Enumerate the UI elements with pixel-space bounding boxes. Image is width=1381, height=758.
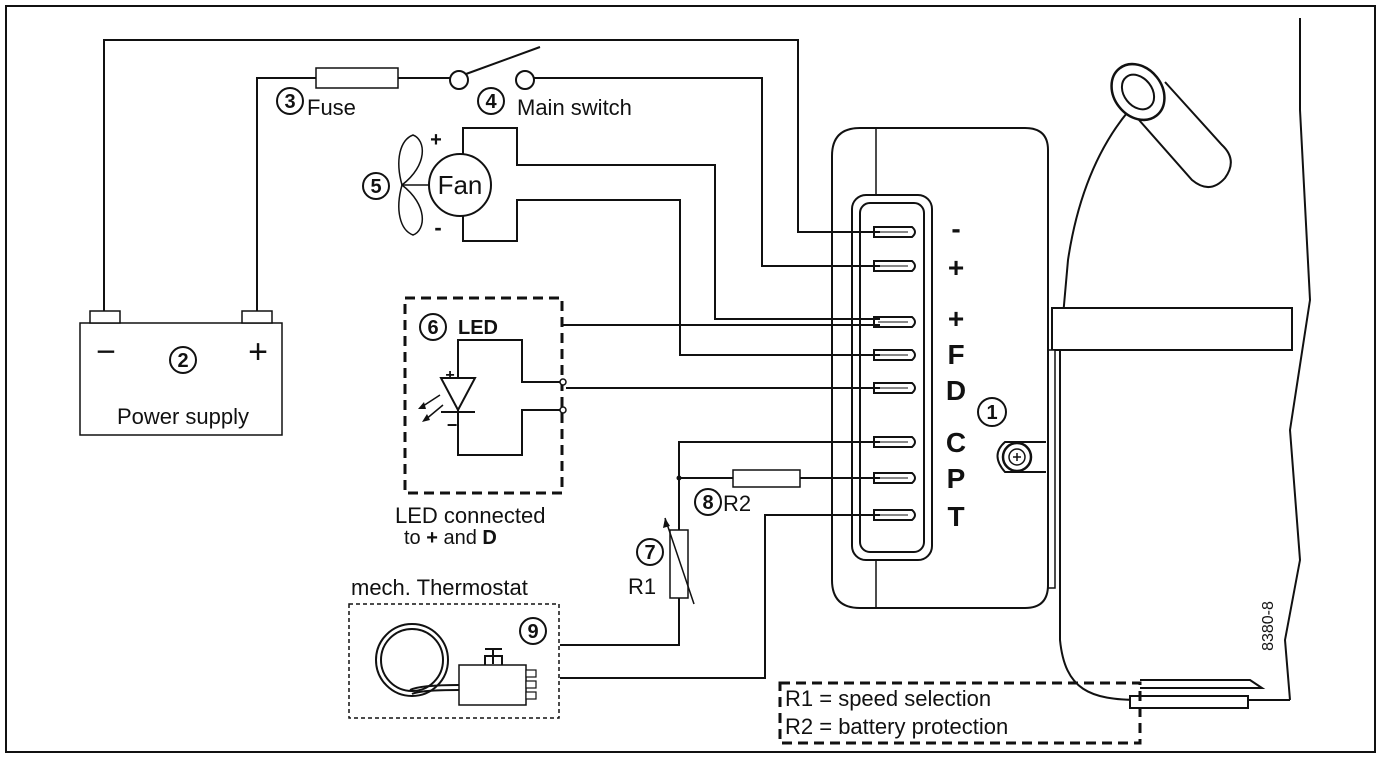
main-switch — [449, 46, 541, 90]
compressor-tube — [1110, 62, 1232, 188]
fan-label: Fan — [438, 170, 483, 200]
compressor — [1044, 18, 1312, 709]
callout-9: 9 — [527, 621, 538, 643]
thermostat-switch-body — [458, 664, 527, 706]
led-label: LED — [458, 317, 498, 339]
positive-post — [241, 310, 273, 324]
callout-3: 3 — [284, 91, 295, 113]
terminal-label: + — [948, 303, 964, 334]
resistor-r2 — [732, 469, 801, 488]
diagram-frame — [5, 5, 1376, 753]
callout-8: 8 — [702, 492, 713, 514]
callout-2: 2 — [177, 350, 188, 372]
fan-minus: - — [434, 215, 441, 240]
wire-positive-supply — [256, 77, 316, 311]
diode-minus: − — [447, 415, 458, 435]
fan: Fan + - — [398, 129, 492, 240]
wire-switch-out — [534, 77, 880, 267]
figure-code: 8380-8 — [1260, 601, 1277, 651]
resistor-r1 — [663, 517, 695, 605]
fan-plus: + — [430, 129, 442, 151]
terminal-label: - — [951, 213, 960, 244]
thermostat-label: mech. Thermostat — [351, 575, 528, 600]
mounting-plate — [1129, 695, 1249, 709]
legend-line2: R2 = battery protection — [785, 714, 1008, 739]
terminal-label: C — [946, 427, 966, 458]
legend-box: R1 = speed selection R2 = battery protec… — [778, 681, 1142, 745]
led-box: 6 LED + − — [403, 296, 567, 495]
wire-c — [678, 441, 880, 530]
terminal-strip-inner — [859, 202, 925, 553]
wire-fan-minus — [462, 199, 880, 356]
legend-line1: R1 = speed selection — [785, 686, 991, 711]
terminal-label: D — [946, 375, 966, 406]
positive-symbol: + — [248, 333, 268, 371]
wire-fan-plus — [462, 127, 880, 320]
power-supply: − + 2 Power supply — [79, 310, 283, 436]
wire-negative — [103, 39, 880, 311]
main-switch-label: Main switch — [517, 95, 632, 120]
compressor-band — [1051, 307, 1293, 351]
callout-1-text: 1 — [986, 402, 997, 424]
screw — [996, 441, 1046, 473]
diode-plus: + — [445, 367, 454, 384]
terminal-label: F — [947, 339, 964, 370]
callout-4: 4 — [485, 91, 497, 113]
wire-t — [560, 514, 880, 679]
fuse-label: Fuse — [307, 95, 356, 120]
led-arrows — [418, 394, 444, 422]
negative-post — [89, 310, 121, 324]
callout-1 — [977, 397, 1007, 427]
terminal-label: P — [947, 463, 966, 494]
wire-r1-thermostat — [560, 598, 680, 646]
callout-7: 7 — [644, 542, 655, 564]
thermostat-box: 9 — [348, 603, 560, 719]
led-note-line2: to + and D — [404, 527, 497, 549]
fuse — [315, 67, 450, 89]
callout-5: 5 — [370, 176, 381, 198]
led-note-line1: LED connected — [395, 503, 545, 528]
callout-6: 6 — [427, 317, 438, 339]
terminal-label: + — [948, 252, 964, 283]
terminal-label: T — [947, 501, 964, 532]
power-supply-label: Power supply — [117, 404, 249, 429]
terminal-pins — [873, 226, 916, 521]
r1-label: R1 — [628, 574, 656, 599]
negative-symbol: − — [96, 333, 116, 371]
r2-label: R2 — [723, 491, 751, 516]
